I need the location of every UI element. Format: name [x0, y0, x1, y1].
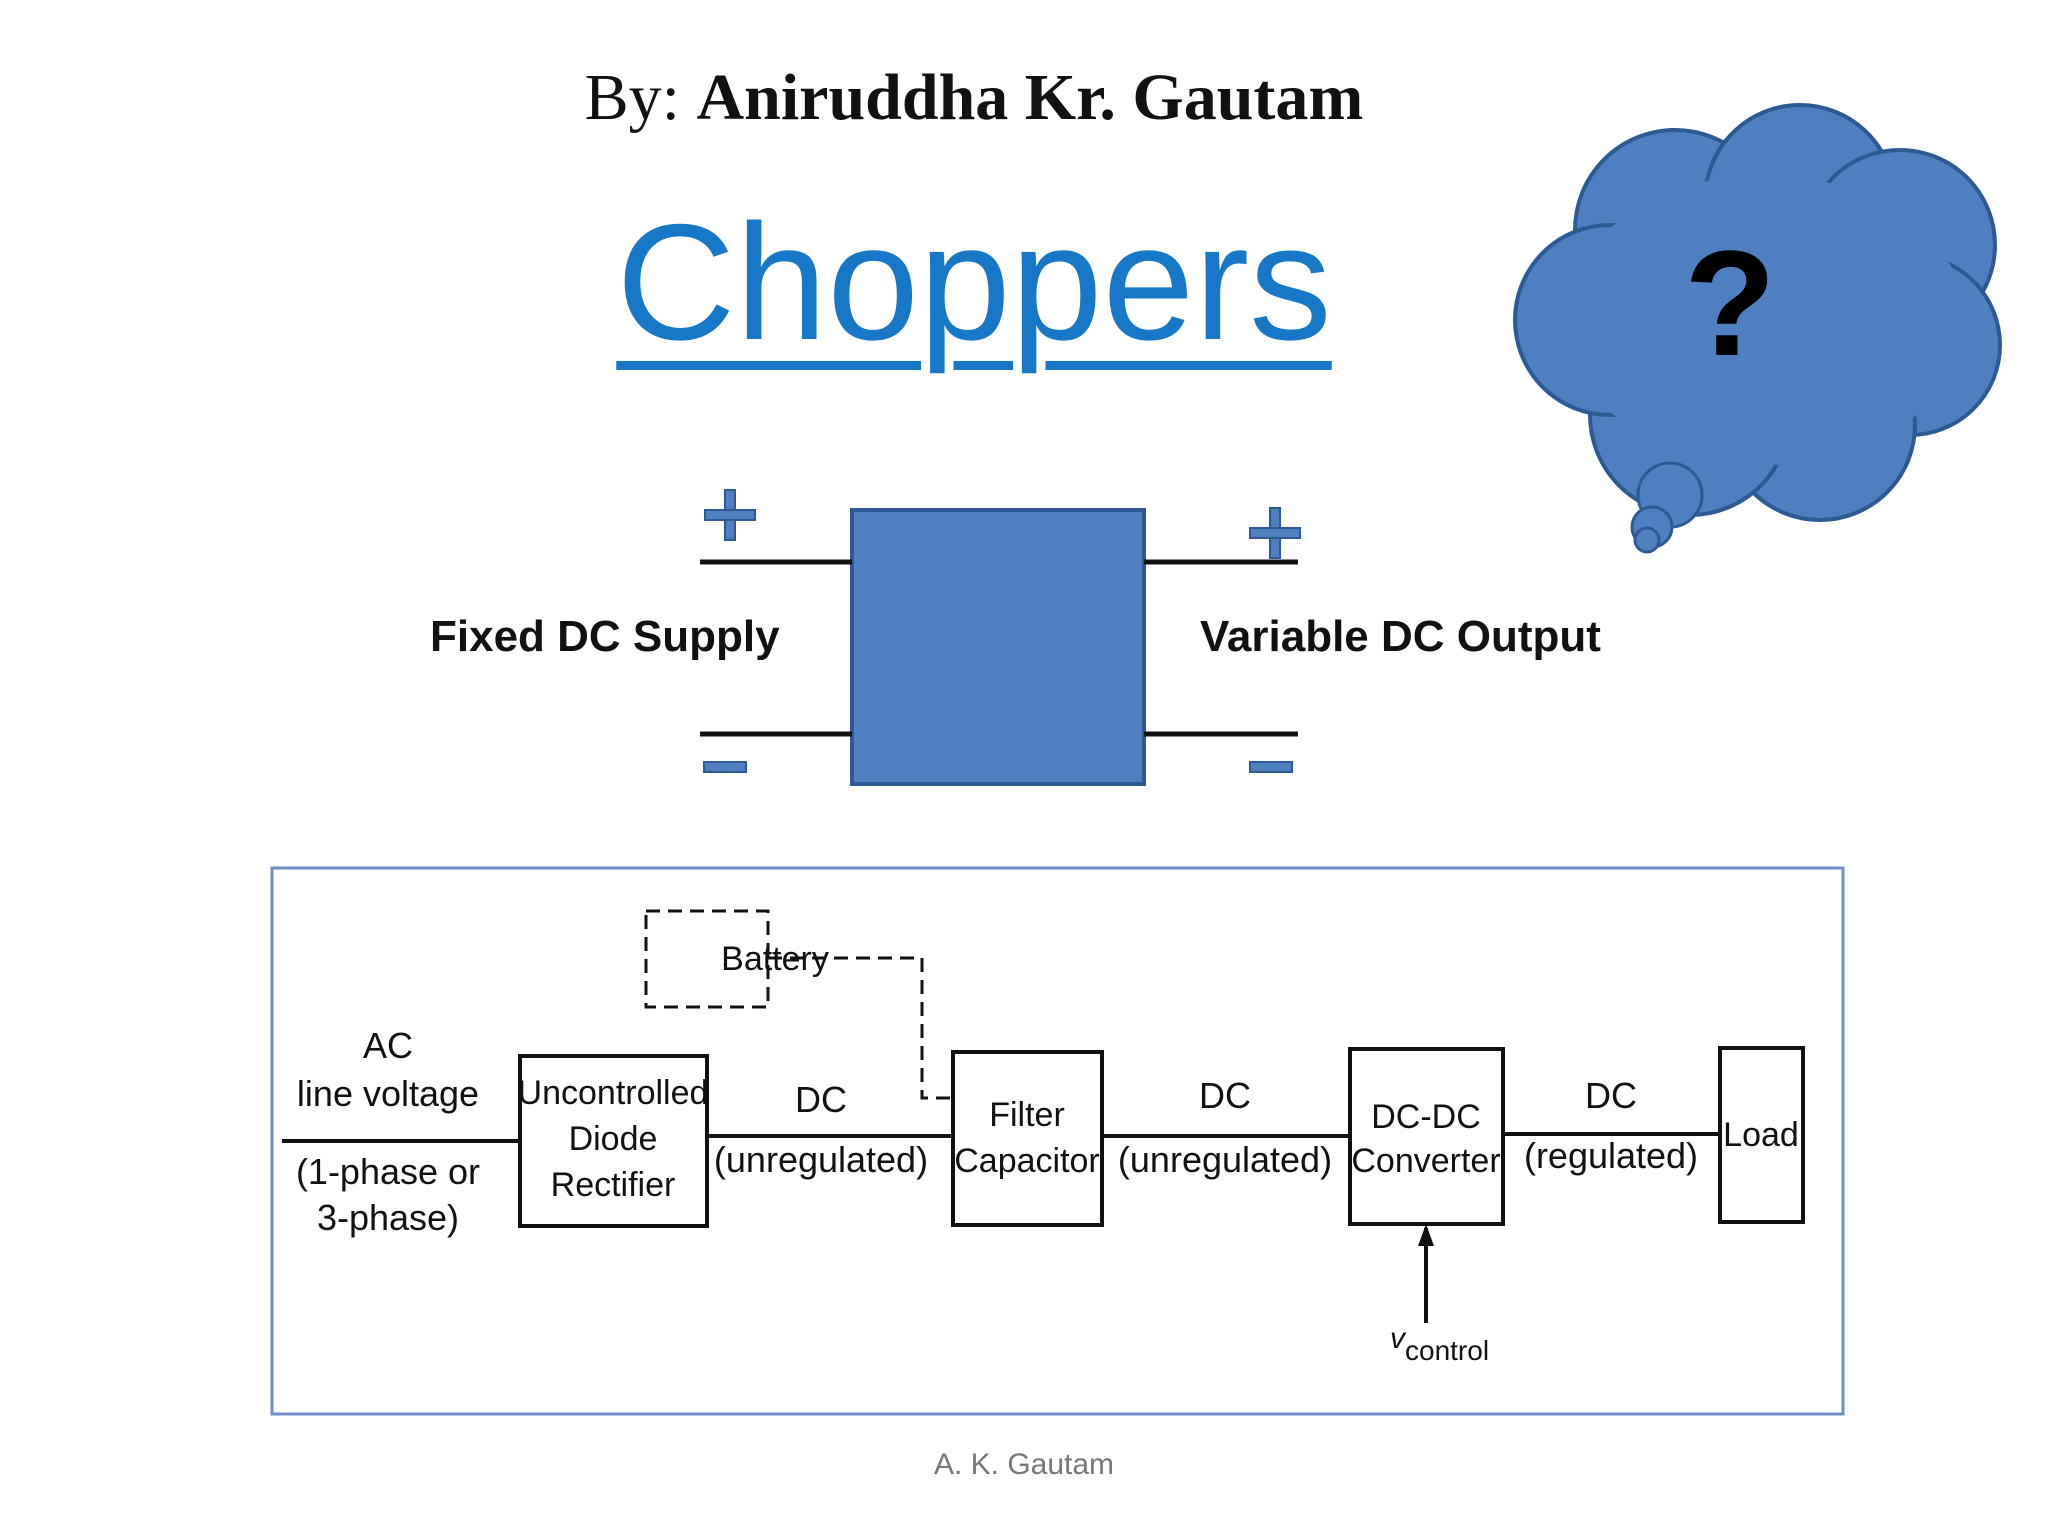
link1-label-line1: DC — [795, 1079, 847, 1120]
diagram-frame — [270, 866, 1845, 1416]
variable-dc-output-label: Variable DC Output — [1200, 612, 1601, 661]
filter-label-line1: Filter — [989, 1096, 1065, 1134]
control-symbol: v — [1390, 1322, 1407, 1355]
battery-block — [644, 909, 770, 1009]
link2-label-line2: (unregulated) — [1118, 1139, 1332, 1180]
converter-block — [1348, 1047, 1505, 1226]
input-label-line2: line voltage — [297, 1073, 479, 1114]
filter-block — [951, 1050, 1104, 1227]
power-supply-block-diagram: Battery AC line voltage (1-phase or 3-ph… — [270, 866, 1845, 1416]
rectifier-label-line2: Diode — [569, 1120, 658, 1158]
output-minus-icon — [1249, 761, 1293, 773]
fixed-dc-supply-label: Fixed DC Supply — [430, 612, 780, 661]
link2-label-line1: DC — [1199, 1075, 1251, 1116]
rectifier-block — [518, 1054, 709, 1228]
converter-label-line2: Converter — [1351, 1142, 1500, 1180]
page-title: Choppers — [616, 190, 1332, 374]
rectifier-label-line3: Rectifier — [551, 1166, 676, 1204]
input-label-line3: (1-phase or — [296, 1151, 480, 1192]
chopper-block-diagram — [700, 489, 1301, 786]
rectifier-label-line1: Uncontrolled — [518, 1074, 709, 1112]
load-block — [1718, 1046, 1805, 1224]
input-label-line4: 3-phase) — [317, 1197, 459, 1238]
battery-label: Battery — [721, 940, 829, 978]
input-minus-icon — [703, 761, 747, 773]
link3-label-line1: DC — [1585, 1075, 1637, 1116]
converter-label-line1: DC-DC — [1371, 1098, 1481, 1136]
question-mark-icon: ? — [1684, 219, 1776, 387]
author-name: Aniruddha Kr. Gautam — [696, 61, 1364, 134]
control-subscript: control — [1405, 1335, 1489, 1366]
load-label: Load — [1723, 1116, 1799, 1154]
author-line: By: Aniruddha Kr. Gautam — [0, 60, 1948, 136]
chopper-box — [850, 508, 1146, 786]
link1-label-line2: (unregulated) — [714, 1139, 928, 1180]
by-label: By: — [584, 61, 680, 134]
thought-bubble: ? — [1513, 103, 2002, 554]
footer-author: A. K. Gautam — [933, 1448, 1115, 1481]
link3-label-line2: (regulated) — [1524, 1135, 1698, 1176]
filter-label-line2: Capacitor — [954, 1142, 1100, 1180]
input-label-line1: AC — [363, 1025, 413, 1066]
